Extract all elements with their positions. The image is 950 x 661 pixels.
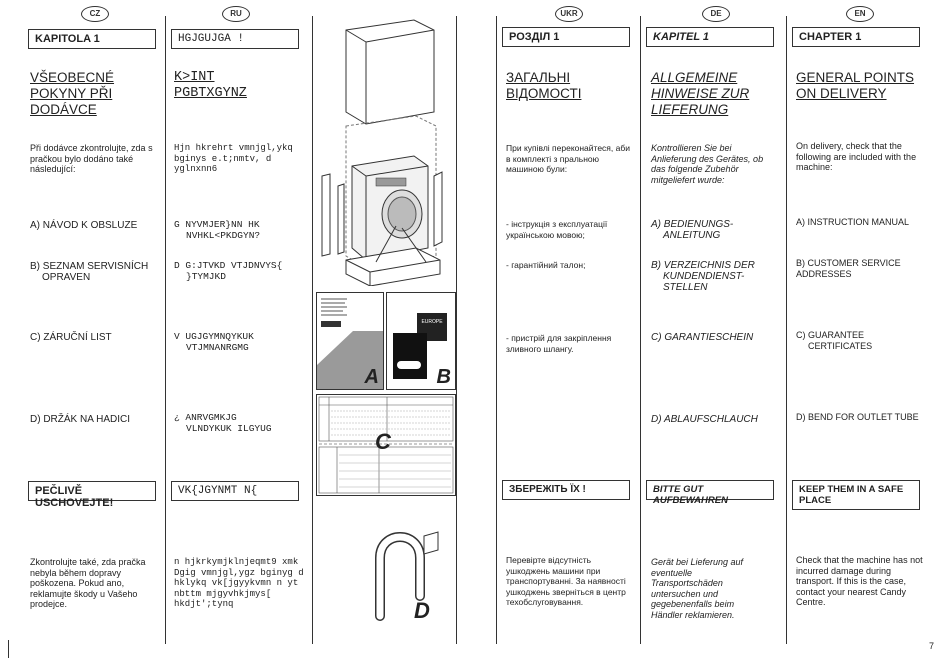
column-rule <box>786 16 787 644</box>
ru-outro: n hjkrkymjklnjeqmt9 xmk Dgig vmnjgl,ygz … <box>174 557 304 609</box>
de-intro: Kontrollieren Sie bei Anlieferung des Ge… <box>651 143 764 185</box>
page-number: 7 <box>928 641 934 651</box>
manual-illustration <box>317 298 383 389</box>
ru-item-b: D G:JTVKD VTJDNVYS{ }TYMJKD <box>174 260 282 282</box>
column-rule <box>496 16 497 644</box>
en-item-c-line1: C) GUARANTEE <box>796 330 865 340</box>
ru-item-c: V UGJGYMNQYKUK VTJMNANRGMG <box>174 331 254 353</box>
en-item-a: A) INSTRUCTION MANUAL <box>796 217 910 227</box>
lang-badge-de: DE <box>702 6 730 22</box>
en-title: GENERAL POINTS ON DELIVERY <box>796 70 915 101</box>
en-item-c: C) GUARANTEE CERTIFICATES <box>796 330 872 352</box>
booklet-tab <box>397 361 421 369</box>
cz-item-d: D) DRŽÁK NA HADICI <box>30 414 131 425</box>
ukr-item-c: - пристрій для закріплення зливного шлан… <box>506 333 612 354</box>
column-rule <box>312 16 313 644</box>
cz-title: VŠEOBECNÉ POKYNY PŘI DODÁVCE <box>30 70 115 117</box>
cz-item-b-line2: OPRAVEN <box>42 272 91 283</box>
figure-a-label: A <box>364 366 379 388</box>
ru-item-d: ¿ ANRVGMKJG VLNDYKUK ILGYUG <box>174 412 272 434</box>
ru-item-c-line2: VTJMNANRGMG <box>186 342 249 353</box>
guarantee-form-illustration <box>318 396 454 494</box>
figure-c-guarantee: C <box>316 394 456 496</box>
cz-item-a: A) NÁVOD K OBSLUZE <box>30 220 138 231</box>
column-rule <box>165 16 166 644</box>
ru-title-line1: K>INT <box>174 70 215 85</box>
en-chapter-box: CHAPTER 1 <box>792 27 920 47</box>
figure-c-label: C <box>375 429 391 454</box>
de-item-a-line2: ANLEITUNG <box>663 230 721 241</box>
column-rule <box>456 16 457 644</box>
en-item-d: D) BEND FOR OUTLET TUBE <box>796 412 919 422</box>
de-outro: Gerät bei Lieferung auf eventuelle Trans… <box>651 557 744 620</box>
ru-item-b-line1: D G:JTVKD VTJDNVYS{ <box>174 260 283 271</box>
ru-item-d-line1: ¿ ANRVGMKJG <box>174 412 237 423</box>
en-keep-box: KEEP THEM IN A SAFE PLACE <box>792 480 920 510</box>
de-chapter-box: KAPITEL 1 <box>646 27 774 47</box>
figure-a-manual: A <box>316 292 384 390</box>
lang-badge-ukr: UKR <box>555 6 583 22</box>
lang-badge-cz: CZ <box>81 6 109 22</box>
ukr-item-a: - інструкція з експлуатації українською … <box>506 219 608 240</box>
lang-badge-en: EN <box>846 6 874 22</box>
figure-b-service-list: EUROPE B <box>386 292 456 390</box>
de-item-b-line1: B) VERZEICHNIS DER <box>651 260 755 271</box>
en-item-c-line2: CERTIFICATES <box>808 341 873 351</box>
de-item-d: D) ABLAUFSCHLAUCH <box>651 414 758 425</box>
column-rule <box>640 16 641 644</box>
en-item-b: B) CUSTOMER SERVICE ADDRESSES <box>796 258 901 279</box>
ru-title-line2: PGBTXGYNZ <box>174 86 247 101</box>
hose-bend-illustration <box>375 531 439 621</box>
edge-mark <box>8 640 9 658</box>
de-item-a: A) BEDIENUNGS- ANLEITUNG <box>651 219 733 241</box>
en-intro: On delivery, check that the following ar… <box>796 141 917 172</box>
ru-item-c-line1: V UGJGYMNQYKUK <box>174 331 254 342</box>
ukr-keep-box: ЗБЕРЕЖІТЬ ЇХ ! <box>502 480 630 500</box>
ru-intro: Hjn hkrehrt vmnjgl,ykq bginys e.t;nmtv, … <box>174 143 293 174</box>
europe-label: EUROPE <box>421 319 443 325</box>
de-title: ALLGEMEINE HINWEISE ZUR LIEFERUNG <box>651 70 750 117</box>
ukr-item-b: - гарантійний талон; <box>506 260 586 270</box>
de-item-b: B) VERZEICHNIS DER KUNDENDIENST- STELLEN <box>651 260 755 293</box>
ru-item-a-line1: G NYVMJER}NN HK <box>174 219 260 230</box>
ukr-chapter-box: РОЗДІЛ 1 <box>502 27 630 47</box>
ru-item-b-line2: }TYMJKD <box>186 271 226 282</box>
lang-badge-ru: RU <box>222 6 250 22</box>
cz-outro: Zkontrolujte také, zda pračka nebyla běh… <box>30 557 146 609</box>
cz-keep-box: PEČLIVĚ USCHOVEJTE! <box>28 481 156 509</box>
de-item-b-line2: KUNDENDIENST- <box>663 271 745 282</box>
de-item-c: C) GARANTIESCHEIN <box>651 332 754 343</box>
service-booklet-front <box>393 333 427 379</box>
de-keep-box: BITTE GUT AUFBEWAHREN <box>646 480 774 506</box>
cz-item-b: B) SEZNAM SERVISNÍCH OPRAVEN <box>30 261 160 283</box>
ukr-intro: При купівлі переконайтеся, аби в комплек… <box>506 143 630 174</box>
ru-keep-box: VK{JGYNMT N{ <box>171 481 299 501</box>
en-outro: Check that the machine has not incurred … <box>796 555 923 607</box>
ukr-outro: Перевірте відсутність ушкоджень машини п… <box>506 555 626 607</box>
figure-b-label: B <box>436 366 451 388</box>
de-item-a-line1: A) BEDIENUNGS- <box>651 219 734 230</box>
ru-chapter-box: HGJGUJGA ! <box>171 29 299 49</box>
ru-item-a: G NYVMJER}NN HK NVHKL<PKDGYN? <box>174 219 260 241</box>
de-item-b-line3: STELLEN <box>663 282 708 293</box>
ru-item-a-line2: NVHKL<PKDGYN? <box>186 230 261 241</box>
washing-machine-illustration <box>321 19 443 286</box>
figure-d-label: D <box>414 598 430 623</box>
cz-item-b-line1: B) SEZNAM SERVISNÍCH <box>30 261 149 272</box>
cz-item-c: C) ZÁRUČNÍ LIST <box>30 332 112 343</box>
ru-item-d-line2: VLNDYKUK ILGYUG <box>186 423 272 434</box>
cz-intro: Při dodávce zkontrolujte, zda s pračkou … <box>30 143 153 174</box>
ukr-title: ЗАГАЛЬНІ ВІДОМОСТІ <box>506 70 582 101</box>
cz-chapter-box: KAPITOLA 1 <box>28 29 156 49</box>
